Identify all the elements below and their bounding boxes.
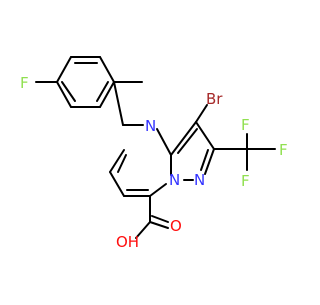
bond-pz-1: [170, 121, 197, 156]
bond-c-o-double-a: [149, 221, 169, 229]
bond-ring-6: [56, 81, 72, 108]
molecule-svg: F Br F F F N N N O OH: [20, 56, 288, 251]
bond-layer: [35, 56, 276, 239]
bond-pz-double-1: [177, 128, 198, 154]
bridge-nitrogen-label: N: [169, 171, 180, 189]
bond-pym-5: [149, 183, 167, 197]
pyrimidine-nitrogen-label: N: [145, 117, 156, 135]
molecule-structure-diagram: F Br F F F N N N O OH: [20, 56, 288, 251]
bond-pym-1: [113, 81, 124, 126]
bond-ring-4: [99, 81, 115, 108]
fluoro-label: F: [20, 74, 29, 92]
bond-pz-3: [204, 148, 215, 175]
carbonyl-oxygen-label: O: [170, 217, 182, 235]
bond-c-br: [195, 104, 208, 123]
bond-pz-double-2: [200, 149, 209, 171]
bond-pym-double-1: [117, 154, 127, 173]
hydroxyl-label: OH: [116, 233, 139, 251]
bromo-label: Br: [206, 90, 223, 108]
cf3-fluorine-top-label: F: [241, 116, 250, 134]
bond-ring-inner-3: [61, 81, 76, 102]
bond-c-o-double-b: [151, 215, 169, 223]
bond-ring-1: [56, 56, 72, 83]
bond-pz-2: [195, 121, 215, 150]
bond-c-oh: [135, 221, 151, 239]
cf3-fluorine-bottom-label: F: [241, 172, 250, 190]
bond-pym-7: [109, 171, 125, 197]
pyrazole-nitrogen-label: N: [194, 171, 205, 189]
bond-pym-3: [156, 128, 172, 156]
bond-ring-3: [99, 56, 115, 83]
bond-pym-8: [109, 149, 125, 173]
bond-ring-inner-2: [96, 81, 109, 102]
cf3-fluorine-right-label: F: [279, 141, 288, 159]
